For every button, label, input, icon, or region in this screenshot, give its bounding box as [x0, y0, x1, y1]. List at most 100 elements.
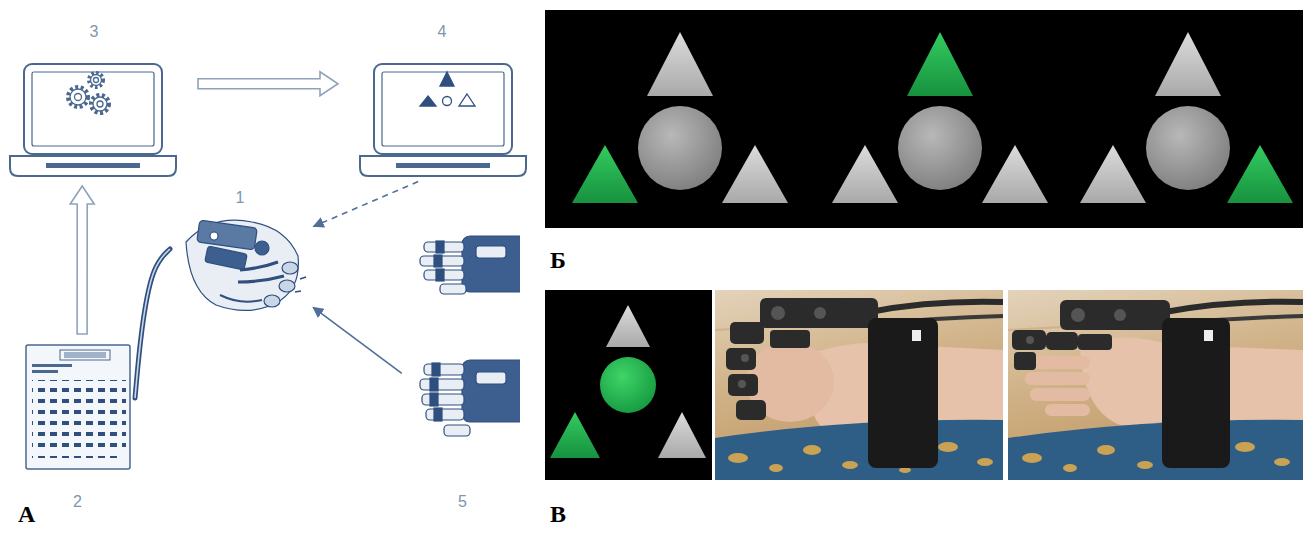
photo-open-hand [1274, 458, 1290, 466]
exoskeleton-hand [240, 262, 278, 270]
stimulus-panel [907, 32, 973, 96]
photo-open-hand [1137, 461, 1153, 469]
gear-icon [70, 89, 86, 105]
photo-open-hand [1045, 404, 1090, 416]
amplifier-node: 2 [20, 340, 135, 516]
stimulus-panel [1227, 145, 1293, 203]
connector-layer [70, 72, 418, 398]
robotic-hand [462, 360, 520, 422]
stimulus-panel [545, 10, 1303, 228]
amplifier-device [26, 345, 130, 469]
gear-icon [75, 94, 82, 101]
robotic-hand [432, 363, 440, 376]
photo-closed-hand [814, 307, 826, 319]
connector [135, 249, 170, 398]
photo-closed-hand [728, 453, 748, 463]
panel-letter: Б [550, 247, 566, 273]
robotic-hand [420, 379, 464, 390]
stimulus-panel [550, 412, 600, 458]
laptop-icon [360, 64, 526, 176]
photo-closed-hand [771, 306, 785, 320]
dashed-arrow [314, 182, 418, 227]
callout-number: 5 [456, 492, 469, 512]
stimulus-panel [600, 357, 656, 413]
exoskeleton-hand [238, 276, 284, 282]
stimulus-icon [420, 72, 475, 106]
stimulus-panel [658, 412, 706, 458]
amplifier-device [32, 380, 126, 452]
robotic-hand [430, 378, 438, 391]
photo-closed-hand [760, 298, 878, 328]
stimulus-panel [1146, 106, 1230, 190]
photo-closed-hand [842, 461, 858, 469]
photo-open-hand [1097, 445, 1115, 455]
photo-open-hand [1071, 308, 1085, 322]
connector [198, 72, 338, 96]
exoskeleton-hand [205, 246, 247, 270]
photo-gap [1003, 290, 1008, 480]
callout-number: 1 [234, 188, 247, 208]
robotic-hand [434, 255, 442, 267]
stimulus-panel [1080, 145, 1146, 203]
exoskeleton-hand [279, 280, 295, 292]
photo-open-hand [1030, 388, 1090, 401]
amplifier-device [60, 350, 110, 360]
stimulus-panel [545, 290, 712, 480]
laptop-icon [10, 64, 176, 176]
panel-letter: А [18, 501, 35, 527]
robotic-hand [440, 284, 466, 294]
stimulus-panel [982, 145, 1048, 203]
photo-open-hand [1022, 453, 1042, 463]
stimulus-panel [898, 106, 982, 190]
connector [314, 182, 418, 227]
robotic-hand [462, 236, 520, 292]
photo-open-hand [1025, 372, 1090, 385]
laptop-icon [46, 163, 140, 168]
laptop-icon [382, 72, 504, 146]
laptop-node: 3 [10, 14, 178, 180]
laptop-icon [24, 64, 162, 154]
panel-letter: В [550, 500, 566, 528]
photo-open-hand [1060, 300, 1170, 330]
stimulus-panel [606, 305, 650, 347]
robotic-hand [444, 425, 470, 436]
exoskeleton-hand [210, 232, 218, 240]
photo-closed-hand [977, 458, 993, 466]
robotic-hand [424, 270, 464, 280]
laptop-icon [396, 163, 490, 168]
photo-closed-hand [726, 298, 878, 420]
stimulus-icon [459, 94, 475, 106]
amplifier-device [32, 456, 122, 464]
robotic-hand [436, 269, 444, 281]
stimulus-panel [545, 10, 1303, 228]
block-arrow [70, 186, 94, 334]
stimulus-panel [832, 145, 898, 203]
photo-closed-hand [803, 445, 821, 455]
robotic-hand [476, 372, 506, 384]
stimulus-panel [1155, 32, 1221, 96]
exoskeleton-hand [186, 220, 306, 310]
photo-closed-hand [726, 348, 756, 370]
panel-letter: В [550, 501, 566, 527]
laptop-icon [374, 64, 512, 154]
robotic-hand [424, 242, 464, 252]
robotic-hand [434, 408, 442, 421]
photo-closed-hand [728, 442, 993, 473]
stimulus-panel [722, 145, 788, 203]
connector [70, 186, 94, 334]
robotic-hand [426, 409, 464, 420]
photo-open-hand [1012, 300, 1170, 370]
connector [313, 307, 402, 373]
gear-icon [68, 87, 88, 107]
photo-open-hand [1026, 336, 1034, 344]
stimulus-panel [638, 106, 722, 190]
gear-icon [94, 78, 99, 83]
photo-closed-hand [769, 464, 783, 472]
laptop-icon [360, 156, 526, 176]
stimulus-icon [440, 72, 454, 86]
arrow-line [313, 307, 402, 373]
photo-closed-hand [715, 290, 1003, 480]
photo-closed-hand [741, 354, 749, 362]
robotic-hand [430, 393, 438, 406]
